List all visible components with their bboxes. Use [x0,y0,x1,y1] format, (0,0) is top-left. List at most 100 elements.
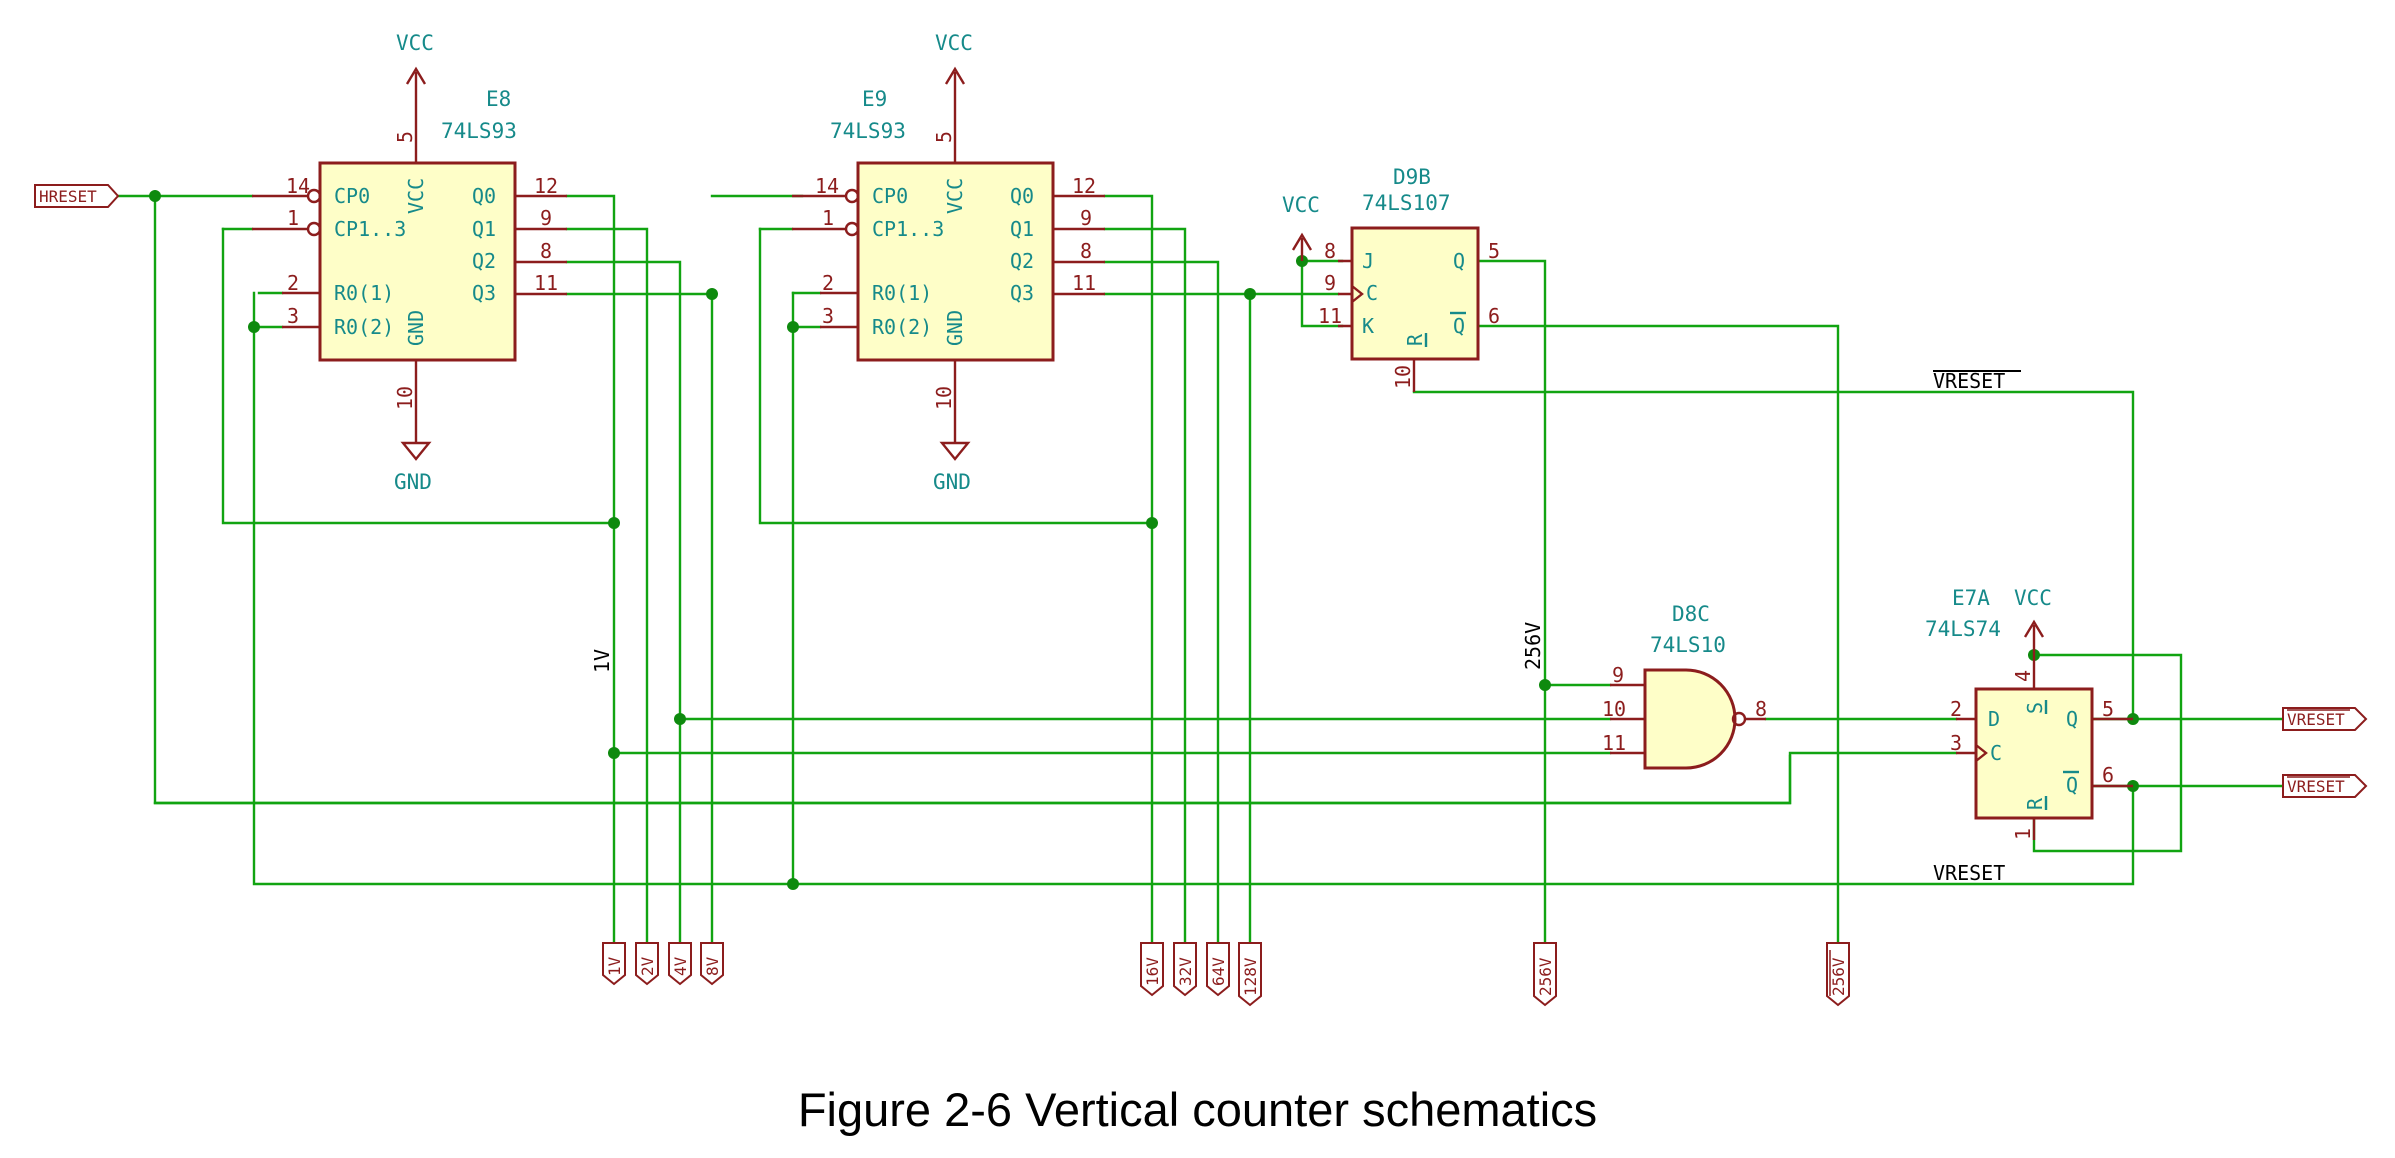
e8-gnd-label: GND [394,470,432,494]
e8-pin-q3: 11 [534,271,558,295]
e9-pin-r02: 3 [822,304,834,328]
wires [116,194,2285,945]
e8-name-q3: Q3 [472,281,496,305]
bus-label-16v: 16V [1140,942,1164,997]
out-label-vreset: VRESET [2287,710,2345,729]
e8-ref: E8 [486,87,511,111]
e7a-name-s: S [2023,702,2047,714]
net-256v: 256V [1521,622,1545,670]
e9-name-cp0: CP0 [872,184,908,208]
d9b-pin-q: 5 [1488,239,1500,263]
output-labels: VRESET VRESET [2282,707,2368,798]
e7a-pin-c: 3 [1950,731,1962,755]
e8-pin-q2: 8 [540,239,552,263]
e8-name-cp0: CP0 [334,184,370,208]
svg-text:16V: 16V [1143,957,1162,986]
e8-pin-cp0: 14 [286,174,310,198]
net-vreset-bar: VRESET [1933,369,2005,393]
e8-name-vcc: VCC [404,178,428,214]
counter-e9: E9 74LS93 VCC GND 14 1 2 3 12 9 8 11 5 1… [792,31,1105,494]
e9-pin-q3: 11 [1072,271,1096,295]
e8-pin-gnd: 10 [393,386,417,410]
e9-name-gnd: GND [943,310,967,346]
e9-vcc-label: VCC [935,31,973,55]
bus-label-4v: 4V [668,942,692,986]
e9-name-q1: Q1 [1010,217,1034,241]
e9-name-cp1: CP1..3 [872,217,944,241]
e9-pin-q0: 12 [1072,174,1096,198]
out-label-vreset-2: VRESET [2287,777,2345,796]
d9b-vcc-label: VCC [1282,193,1320,217]
svg-text:1V: 1V [605,956,624,976]
e7a-name-d: D [1988,707,2000,731]
d9b-pin-r: 10 [1391,365,1415,389]
svg-text:32V: 32V [1176,957,1195,986]
d9b-name-qbar: Q [1453,314,1465,338]
e7a-name-c: C [1990,741,2002,765]
e9-name-vcc: VCC [943,178,967,214]
d8c-ref: D8C [1672,602,1710,626]
e7a-pin-r: 1 [2011,828,2035,840]
e8-pin-q0: 12 [534,174,558,198]
d9b-part: 74LS107 [1362,191,1451,215]
net-vreset: VRESET [1933,861,2005,885]
e9-pin-q2: 8 [1080,239,1092,263]
e7a-name-r: R [2023,797,2047,810]
e8-name-q0: Q0 [472,184,496,208]
e7a-name-q: Q [2066,707,2078,731]
e7a-pin-q: 5 [2102,697,2114,721]
e9-pin-r01: 2 [822,271,834,295]
bus-label-2v: 2V [635,942,659,986]
net-names: VRESET VRESET 256V 1V [590,369,2021,885]
e9-gnd-label: GND [933,470,971,494]
e8-name-q2: Q2 [472,249,496,273]
d9b-name-c: C [1366,281,1378,305]
d9b-pin-j: 8 [1324,239,1336,263]
bus-label-128v: 128V [1238,942,1262,1007]
d8c-pin-in1: 9 [1612,663,1624,687]
svg-text:64V: 64V [1209,957,1228,986]
net-1v: 1V [590,649,614,673]
e9-pin-cp0: 14 [815,174,839,198]
bus-label-256v-bar: 256V [1826,942,1850,1007]
svg-text:2V: 2V [638,956,657,976]
figure-caption: Figure 2-6 Vertical counter schematics [797,1083,1598,1136]
bus-label-64v: 64V [1206,942,1230,997]
counter-e8: E8 74LS93 VCC GND 14 1 2 3 12 9 8 11 5 1… [252,31,567,494]
e9-pin-q1: 9 [1080,206,1092,230]
e9-name-q3: Q3 [1010,281,1034,305]
e8-part: 74LS93 [441,119,517,143]
d9b-name-q: Q [1453,249,1465,273]
e9-pin-cp1: 1 [822,206,834,230]
d8c-pin-in3: 11 [1602,731,1626,755]
e8-vcc-label: VCC [396,31,434,55]
e9-name-r02: R0(2) [872,315,932,339]
schematic-canvas: E8 74LS93 VCC GND 14 1 2 3 12 9 8 11 5 1… [34,31,2368,1007]
d9b-name-r: R [1403,333,1427,346]
bus-labels: 1V 2V 4V 8V 16V 32V 64V 128V [602,942,1850,1007]
bus-label-256v: 256V [1533,942,1557,1007]
svg-text:8V: 8V [703,956,722,976]
svg-text:128V: 128V [1241,957,1260,996]
d9b-ref: D9B [1393,165,1431,189]
e8-pin-r01: 2 [287,271,299,295]
e9-name-q2: Q2 [1010,249,1034,273]
bus-label-1v: 1V [602,942,626,986]
e8-pin-vcc: 5 [393,131,417,143]
d9b-pin-qbar: 6 [1488,304,1500,328]
svg-text:256V: 256V [1536,957,1555,996]
d9b-pin-c: 9 [1324,271,1336,295]
e9-name-q0: Q0 [1010,184,1034,208]
nand-gate-d8c: D8C 74LS10 9 10 11 8 [1602,602,1767,770]
e9-pin-gnd: 10 [932,386,956,410]
svg-text:256V: 256V [1829,957,1848,996]
e8-name-r02: R0(2) [334,315,394,339]
e7a-pin-qbar: 6 [2102,763,2114,787]
e8-pin-q1: 9 [540,206,552,230]
e7a-vcc-label: VCC [2014,586,2052,610]
d9b-name-j: J [1362,249,1374,273]
e9-pin-vcc: 5 [932,131,956,143]
e9-part: 74LS93 [830,119,906,143]
d9b-pin-k: 11 [1318,304,1342,328]
e7a-part: 74LS74 [1925,617,2001,641]
